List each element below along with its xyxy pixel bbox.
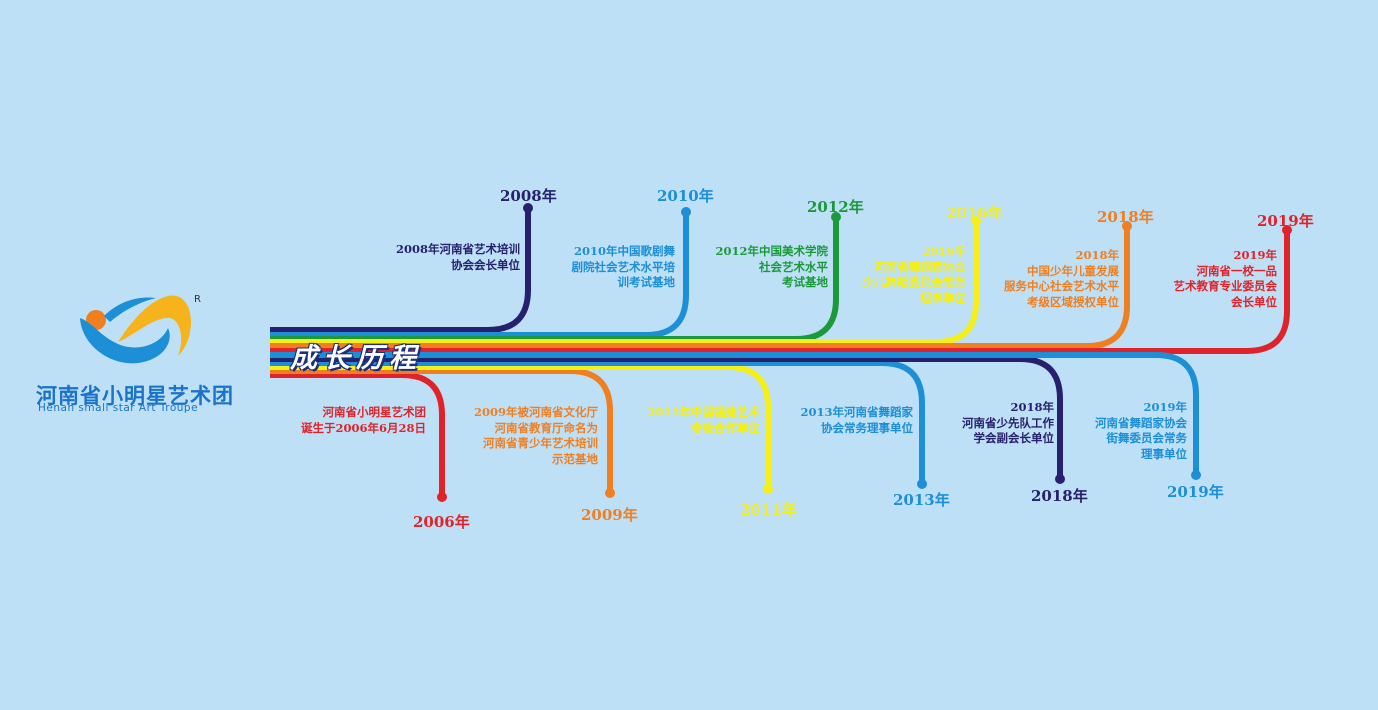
milestone-description-line: 少儿舞蹈委员会常务 [862,275,967,289]
milestone-description-line: 2011年中国福建艺术 [647,405,760,419]
milestone-description-line: 2008年河南省艺术培训 [395,242,520,256]
milestone-description: 2008年河南省艺术培训协会会长单位 [396,242,520,273]
milestone-year: 2013年 [893,491,950,509]
timeline-branch-bottom-4 [270,356,1063,479]
milestone-description-line: 河南省教育厅命名为 [494,420,599,435]
milestone-description-line: 协会会长单位 [451,257,520,272]
milestone-description-line: 理事单位 [920,290,966,305]
milestone-description-line: 服务中心社会艺术水平 [1004,279,1119,293]
milestone-description-line: 考级合作单位 [691,420,760,435]
timeline-branch-top-5 [270,230,1290,354]
timeline-branch-top-3 [270,221,979,345]
milestone-description-line: 2012年中国美术学院 [715,244,828,258]
registered-mark: R [194,294,201,305]
milestone-description-line: 河南省少先队工作 [962,415,1054,430]
milestone-description-line: 诞生于2006年6月28日 [300,420,426,435]
wave-icon [80,318,170,364]
troupe-name-en: Henan small star Art Troupe [38,402,199,414]
milestone-description: 2019年河南省舞蹈家协会街舞委员会常务理事单位 [1095,400,1187,462]
milestone-year: 2018年 [1097,208,1154,226]
milestone-description-line: 社会艺术水平 [759,259,828,274]
milestone-description: 2016年河南省舞蹈家协会少儿舞蹈委员会常务理事单位 [863,244,967,306]
flame-icon [118,295,192,356]
milestone-description-line: 2010年中国歌剧舞 [573,244,675,258]
milestone-description-line: 河南省青少年艺术培训 [483,436,598,450]
milestone-description-line: 考试基地 [782,275,828,289]
milestone-year: 2010年 [657,187,714,205]
milestone-description-line: 理事单位 [1141,446,1187,461]
milestone-description-line: 2018年 [1010,400,1054,414]
milestone-dot-bottom-2 [763,484,773,494]
milestone-dot-bottom-5 [1191,470,1201,480]
milestone-description-line: 河南省舞蹈家协会 [1095,415,1187,430]
milestone-description: 2009年被河南省文化厅河南省教育厅命名为河南省青少年艺术培训示范基地 [474,405,598,467]
troupe-name-cn: 河南省小明星艺术团 [36,384,234,408]
troupe-logo [80,295,192,364]
milestone-dot-top-5 [1282,225,1292,235]
milestone-description: 2019年河南省一校一品艺术教育专业委员会会长单位 [1174,248,1278,310]
milestone-description: 2018年河南省少先队工作学会副会长单位 [962,400,1054,447]
milestone-description-line: 2019年 [1233,248,1277,262]
milestone-dot-bottom-3 [917,479,927,489]
timeline-branch-top-0 [270,208,531,333]
milestone-description-line: 训考试基地 [617,275,676,289]
milestone-description-line: 2016年 [922,244,966,258]
banner-title: 成长历程 [290,343,422,374]
milestone-description: 2011年中国福建艺术考级合作单位 [647,405,760,436]
milestone-year: 2008年 [500,187,557,205]
milestone-description-line: 2019年 [1143,400,1187,414]
timeline-branch-bottom-0 [270,372,445,497]
timeline-branch-top-4 [270,226,1130,349]
milestone-description-line: 河南省一校一品 [1196,263,1278,278]
star-trail-icon [104,297,156,322]
milestone-description-line: 协会常务理事单位 [821,420,913,435]
milestone-dot-bottom-0 [437,492,447,502]
timeline-branch-bottom-2 [270,364,771,489]
milestone-year: 2016年 [946,204,1003,222]
milestone-dot-top-1 [681,207,691,217]
timeline-branch-bottom-5 [270,352,1199,475]
milestone-dot-bottom-4 [1055,474,1065,484]
milestone-description-line: 剧院社会艺术水平培 [571,259,676,274]
milestone-dot-top-4 [1122,221,1132,231]
timeline-branch-top-1 [270,212,689,338]
milestone-dot-top-3 [971,216,981,226]
milestone-description-line: 街舞委员会常务 [1106,431,1188,445]
milestone-dot-bottom-1 [605,488,615,498]
milestone-dot-top-2 [831,212,841,222]
milestone-year: 2019年 [1167,483,1224,501]
milestone-description-line: 河南省小明星艺术团 [322,405,427,419]
milestone-description-line: 艺术教育专业委员会 [1173,279,1278,293]
milestone-description-line: 2009年被河南省文化厅 [473,405,598,419]
timeline-branch-bottom-1 [270,368,613,493]
milestone-description: 河南省小明星艺术团诞生于2006年6月28日 [301,405,426,436]
milestone-description-line: 学会副会长单位 [973,431,1055,445]
milestone-year: 2009年 [581,506,638,524]
milestone-description: 2013年河南省舞蹈家协会常务理事单位 [800,405,913,436]
milestone-year: 2018年 [1031,487,1088,505]
milestone-year: 2019年 [1257,212,1314,230]
milestone-description-line: 考级区域授权单位 [1027,294,1119,309]
milestone-description-line: 会长单位 [1231,294,1277,309]
milestone-description: 2018年中国少年儿童发展服务中心社会艺术水平考级区域授权单位 [1004,248,1119,310]
milestone-description-line: 河南省舞蹈家协会 [874,259,966,274]
milestone-description-line: 2018年 [1075,248,1119,262]
milestone-year: 2011年 [740,501,797,519]
milestone-dot-top-0 [523,203,533,213]
milestone-description: 2012年中国美术学院社会艺术水平考试基地 [715,244,828,291]
milestone-year: 2006年 [413,513,470,531]
milestone-description: 2010年中国歌剧舞剧院社会艺术水平培训考试基地 [572,244,676,291]
milestone-year: 2012年 [807,198,864,216]
milestone-description-line: 示范基地 [552,451,598,466]
timeline-branch-bottom-3 [270,360,925,484]
milestone-description-line: 2013年河南省舞蹈家 [800,405,913,419]
timeline-branch-top-2 [270,217,839,342]
milestone-description-line: 中国少年儿童发展 [1027,263,1119,278]
